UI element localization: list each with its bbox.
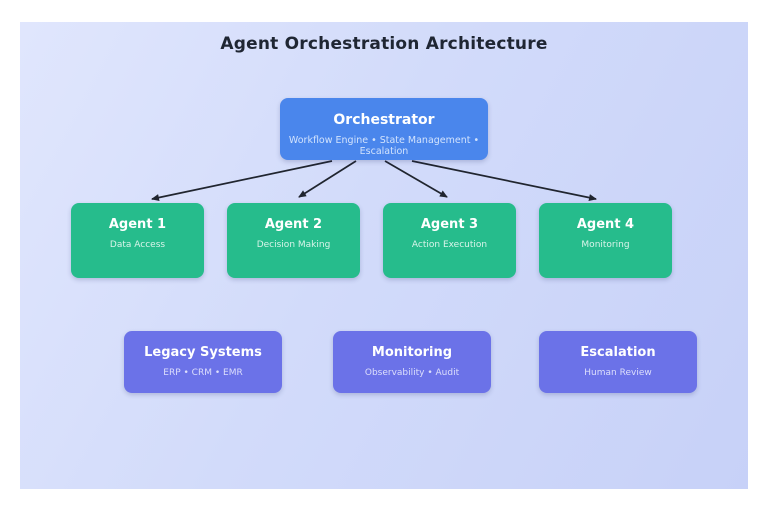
node-escalation-label: Escalation [580, 345, 656, 360]
node-agent-4: Agent 4 Monitoring [539, 203, 672, 278]
node-orchestrator-sublabel: Workflow Engine • State Management • Esc… [288, 135, 480, 157]
diagram-title: Agent Orchestration Architecture [220, 34, 548, 54]
node-agent-4-label: Agent 4 [576, 217, 635, 232]
node-agent-1: Agent 1 Data Access [71, 203, 204, 278]
node-agent-3: Agent 3 Action Execution [383, 203, 516, 278]
node-agent-2-label: Agent 2 [264, 217, 323, 232]
node-orchestrator-label: Orchestrator [333, 112, 435, 128]
node-agent-4-sublabel: Monitoring [581, 240, 630, 250]
node-agent-3-label: Agent 3 [420, 217, 479, 232]
node-legacy-systems-sublabel: ERP • CRM • EMR [163, 368, 243, 378]
node-agent-2: Agent 2 Decision Making [227, 203, 360, 278]
node-agent-3-sublabel: Action Execution [411, 240, 488, 250]
node-monitoring: Monitoring Observability • Audit [333, 331, 491, 393]
node-escalation-sublabel: Human Review [584, 368, 652, 378]
node-legacy-systems: Legacy Systems ERP • CRM • EMR [124, 331, 282, 393]
node-legacy-systems-label: Legacy Systems [144, 345, 262, 360]
node-monitoring-sublabel: Observability • Audit [364, 368, 460, 378]
node-monitoring-label: Monitoring [371, 345, 453, 360]
node-agent-1-label: Agent 1 [108, 217, 167, 232]
node-escalation: Escalation Human Review [539, 331, 697, 393]
node-agent-1-sublabel: Data Access [109, 240, 166, 250]
node-orchestrator: Orchestrator Workflow Engine • State Man… [280, 98, 488, 160]
node-agent-2-sublabel: Decision Making [256, 240, 331, 250]
